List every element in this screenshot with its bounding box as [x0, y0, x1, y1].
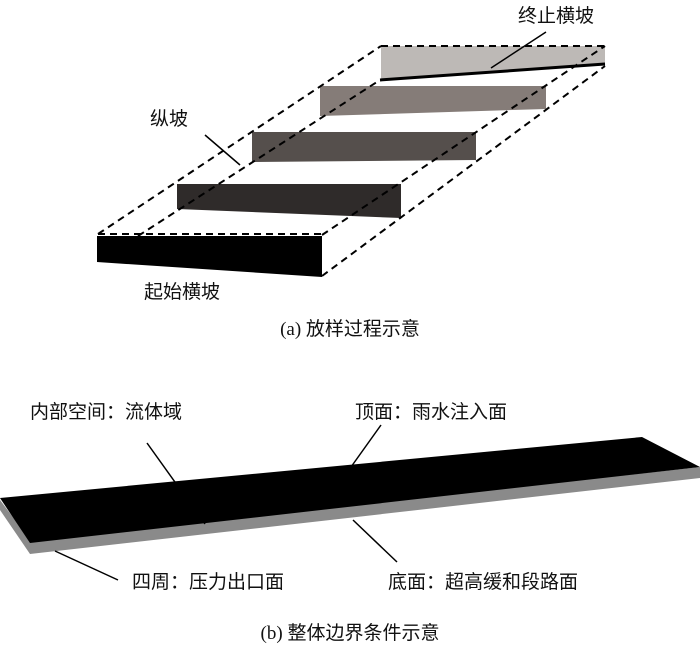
section-3 [252, 132, 476, 162]
leader-interior [146, 442, 206, 525]
leader-end [490, 31, 547, 69]
slab-top-face [0, 437, 700, 543]
section-4 [320, 86, 546, 116]
loft-outline-dashed [97, 45, 606, 277]
caption-b: (b) 整体边界条件示意 [261, 622, 440, 644]
slab-side-face [0, 467, 700, 554]
section-end-cross-slope [381, 46, 605, 80]
caption-a: (a) 放样过程示意 [280, 318, 420, 340]
leader-sides [54, 550, 119, 581]
section-start-cross-slope [97, 236, 322, 277]
label-start-cross-slope: 起始横坡 [144, 281, 220, 303]
label-end-cross-slope: 终止横坡 [518, 5, 594, 27]
panel-a-lofting: 终止横坡 纵坡 起始横坡 (a) 放样过程示意 [97, 5, 606, 340]
label-bottom: 底面：超高缓和段路面 [388, 571, 578, 593]
label-interior: 内部空间：流体域 [30, 401, 182, 423]
label-top: 顶面：雨水注入面 [355, 401, 507, 423]
label-sides: 四周：压力出口面 [132, 571, 284, 593]
section-2 [177, 184, 401, 218]
leader-top [350, 424, 382, 468]
leader-longitudinal [204, 134, 241, 166]
label-longitudinal-slope: 纵坡 [150, 108, 188, 130]
leader-bottom [352, 519, 398, 563]
end-slope-edge [379, 62, 606, 82]
panel-b-boundary: 内部空间：流体域 顶面：雨水注入面 四周：压力出口面 底面：超高缓和段路面 (b… [0, 401, 700, 644]
